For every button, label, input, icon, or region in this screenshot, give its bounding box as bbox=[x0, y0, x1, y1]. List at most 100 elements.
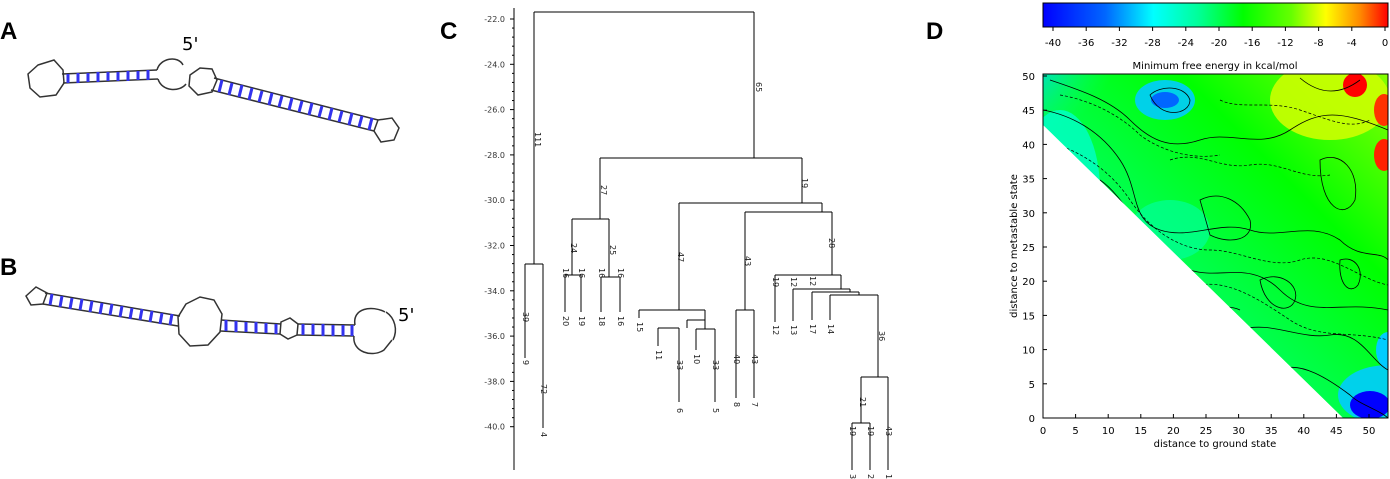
heatmap-y-tick-label: 40 bbox=[1022, 140, 1035, 151]
heatmap-y-tick-label: 50 bbox=[1022, 72, 1035, 83]
dendrogram-y-tick-label: -36.0 bbox=[484, 332, 505, 341]
dendrogram-leaf-value: 43 bbox=[750, 354, 759, 364]
heatmap-y-tick-label: 0 bbox=[1029, 414, 1035, 425]
colorbar bbox=[1042, 2, 1389, 28]
heatmap-y-tick-label: 5 bbox=[1029, 380, 1035, 391]
dendrogram-branches bbox=[524, 11, 889, 470]
dendrogram-leaf-value: 40 bbox=[732, 354, 741, 364]
colorbar-tick-label: -24 bbox=[1178, 38, 1194, 49]
dendrogram-branch-label: 25 bbox=[608, 245, 617, 255]
heatmap-x-tick-label: 0 bbox=[1040, 426, 1046, 437]
panel-b-hairpin-loop-left bbox=[25, 286, 48, 306]
colorbar-tick-label: -8 bbox=[1314, 38, 1324, 49]
dendrogram-leaf-value: 19 bbox=[771, 277, 780, 287]
dendrogram-leaf-id: 10 bbox=[692, 354, 701, 364]
colorbar-tick-label: -4 bbox=[1347, 38, 1357, 49]
dendrogram-leaf-value: 19 bbox=[866, 426, 875, 436]
panel-a-helix-1 bbox=[66, 70, 150, 83]
dendrogram-leaf-id: 18 bbox=[597, 316, 606, 326]
dendrogram-leaf-id: 17 bbox=[808, 324, 817, 334]
panel-a-five-prime: 5' bbox=[182, 34, 199, 55]
panel-a-letter: A bbox=[0, 18, 18, 45]
dendrogram-leaf-value: 16 bbox=[597, 268, 606, 278]
heatmap-x-tick-label: 10 bbox=[1102, 426, 1115, 437]
dendrogram-y-tick-label: -26.0 bbox=[484, 106, 505, 115]
heatmap-x-tick-label: 5 bbox=[1072, 426, 1078, 437]
dendrogram-leaf-value: 16 bbox=[561, 268, 570, 278]
dendrogram-leaf-id: 19 bbox=[577, 316, 586, 326]
dendrogram-branch-label: 47 bbox=[676, 252, 685, 262]
colorbar-tick-label: -12 bbox=[1277, 38, 1293, 49]
heatmap-y-tick-label: 35 bbox=[1022, 175, 1035, 186]
dendrogram-leaf-value: 33 bbox=[675, 360, 684, 370]
contour-lines-dashed bbox=[1043, 94, 1388, 341]
dendrogram-y-tick-label: -32.0 bbox=[484, 242, 505, 251]
heatmap-y-tick-label: 30 bbox=[1022, 209, 1035, 220]
panel-b-five-prime: 5' bbox=[398, 305, 415, 326]
dendrogram-y-tick-label: -38.0 bbox=[484, 377, 505, 386]
dendrogram-leaf-id: 2 bbox=[866, 474, 875, 479]
heatmap-x-tick-label: 35 bbox=[1265, 426, 1278, 437]
heatmap-x-tick-label: 25 bbox=[1200, 426, 1213, 437]
heatmap-x-tick-label: 50 bbox=[1363, 426, 1376, 437]
dendrogram-y-tick-label: -28.0 bbox=[484, 151, 505, 160]
panel-b-5prime-loop bbox=[353, 307, 393, 355]
panel-b-helix-3 bbox=[301, 324, 354, 336]
dendrogram-leaf-id: 20 bbox=[561, 316, 570, 326]
dendrogram-leaf-id: 7 bbox=[750, 402, 759, 407]
colorbar-tick-label: -20 bbox=[1211, 38, 1227, 49]
dendrogram-leaf-labels: 9394722016191618161616151163310533840743… bbox=[521, 268, 893, 479]
panel-d-letter: D bbox=[926, 18, 944, 45]
dendrogram-leaf-id: 11 bbox=[654, 350, 663, 360]
dendrogram-leaf-id: 16 bbox=[616, 316, 625, 326]
dendrogram-leaf-value: 72 bbox=[539, 384, 548, 394]
colorbar-tick-label: 0 bbox=[1382, 38, 1388, 49]
dendrogram-leaf-value: 33 bbox=[711, 360, 720, 370]
heatmap-frame bbox=[1042, 73, 1389, 419]
heatmap-x-tick-label: 15 bbox=[1134, 426, 1147, 437]
dendrogram-branch-label: 111 bbox=[533, 132, 542, 147]
panel-a-hairpin-loop-left bbox=[27, 59, 65, 98]
dendrogram-leaf-id: 8 bbox=[732, 402, 741, 407]
colorbar-title: Minimum free energy in kcal/mol bbox=[1133, 61, 1298, 72]
heatmap-y-tick-label: 20 bbox=[1022, 277, 1035, 288]
panel-b-helix-1 bbox=[48, 293, 174, 326]
dendrogram-y-ticks: -22.0-24.0-26.0-28.0-30.0-32.0-34.0-36.0… bbox=[484, 15, 514, 432]
dendrogram-leaf-id: 12 bbox=[771, 325, 780, 335]
colorbar-tick-label: -16 bbox=[1244, 38, 1260, 49]
heatmap-x-tick-label: 30 bbox=[1232, 426, 1245, 437]
dendrogram-leaf-id: 9 bbox=[521, 360, 530, 365]
heatmap-y-tick-label: 45 bbox=[1022, 106, 1035, 117]
dendrogram-branch-label: 24 bbox=[569, 243, 578, 253]
panel-b-letter: B bbox=[0, 254, 18, 281]
dendrogram-branch-label: 65 bbox=[754, 82, 763, 92]
dendrogram-leaf-value: 16 bbox=[616, 268, 625, 278]
dendrogram-leaf-id: 15 bbox=[635, 322, 644, 332]
dendrogram-leaf-value: 12 bbox=[789, 277, 798, 287]
dendrogram-branch-label: 43 bbox=[743, 256, 752, 266]
heatmap-x-tick-label: 45 bbox=[1330, 426, 1343, 437]
dendrogram-leaf-id: 14 bbox=[826, 324, 835, 334]
heatmap-y-tick-label: 25 bbox=[1022, 243, 1035, 254]
panel-a-hairpin-loop-right bbox=[373, 117, 400, 143]
panel-b-helix-2 bbox=[224, 320, 278, 334]
panel-a-helix-2 bbox=[217, 79, 374, 131]
heatmap-y-tick-label: 10 bbox=[1022, 346, 1035, 357]
colorbar-tick-label: -36 bbox=[1078, 38, 1094, 49]
dendrogram-y-tick-label: -30.0 bbox=[484, 196, 505, 205]
panel-a-internal-loop bbox=[188, 67, 218, 96]
rna-structures bbox=[25, 58, 400, 355]
colorbar-tick-label: -40 bbox=[1045, 38, 1061, 49]
heatmap-x-label: distance to ground state bbox=[1154, 439, 1277, 450]
colorbar-tick-label: -32 bbox=[1111, 38, 1127, 49]
dendrogram-leaf-value: 43 bbox=[884, 426, 893, 436]
dendrogram-leaf-value: 12 bbox=[808, 276, 817, 286]
dendrogram-branch-label: 21 bbox=[858, 397, 867, 407]
dendrogram-y-tick-label: -22.0 bbox=[484, 15, 505, 24]
dendrogram-branch-label: 27 bbox=[599, 185, 608, 195]
dendrogram-leaf-id: 1 bbox=[884, 474, 893, 479]
panel-a-5prime-loop bbox=[156, 58, 187, 91]
